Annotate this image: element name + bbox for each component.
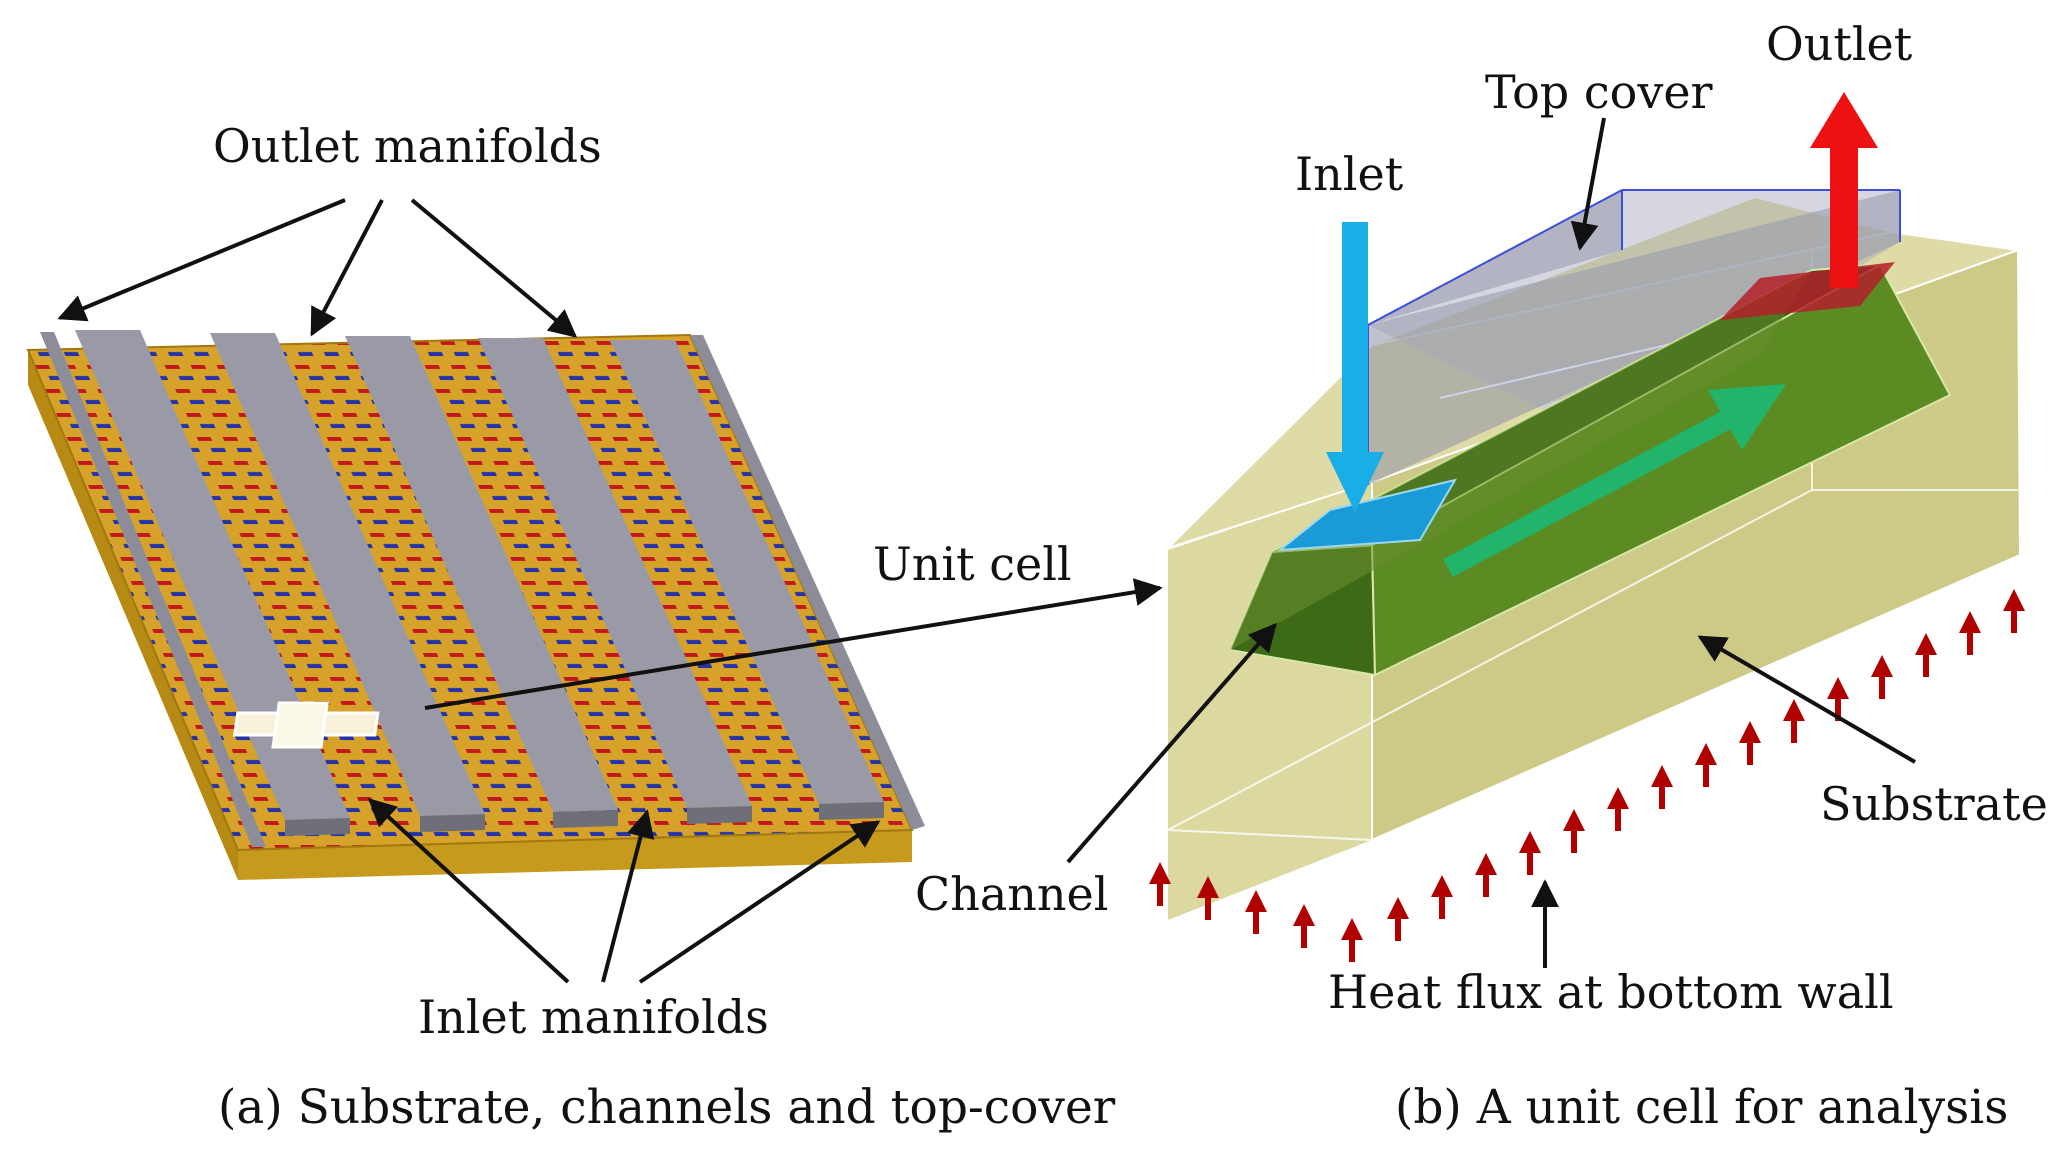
heat-flux-arrow-mark [1695, 743, 1717, 787]
top-cover-label: Top cover [1485, 65, 1713, 119]
outlet-flow-arrow [1810, 92, 1878, 288]
substrate-arrow [1697, 635, 1917, 764]
heat-flux-arrow-mark [1915, 633, 1937, 677]
outlet-manifold-strip [478, 338, 752, 808]
heat-flux-arrow-mark [1293, 904, 1315, 948]
heat-flux-arrow-mark [1959, 611, 1981, 655]
caption-a: (a) Substrate, channels and top-cover [218, 1080, 1116, 1135]
inlet-flow-arrow [1326, 222, 1384, 512]
unit-cell-arrow [424, 578, 1163, 710]
outlet-arrow-right [410, 198, 578, 338]
edge-manifold-right [690, 335, 925, 830]
outlet-label: Outlet [1766, 17, 1913, 71]
manifold-strips [40, 330, 925, 847]
panel-a-pointers [57, 198, 1163, 984]
channel-label: Channel [915, 867, 1108, 921]
heat-flux-arrow-mark [1341, 918, 1363, 962]
heat-flux-arrow-mark [1475, 853, 1497, 897]
heat-flux-label: Heat flux at bottom wall [1328, 965, 1894, 1019]
channel-arrow [1066, 622, 1277, 864]
outlet-manifold-strip [610, 340, 884, 804]
unit-cell-label: Unit cell [873, 537, 1072, 591]
channel-prism [1228, 262, 1952, 677]
unit-cell-highlight [232, 701, 380, 749]
outlet-arrow-mid [310, 199, 384, 337]
channel-far-face [1230, 270, 1812, 650]
heat-flux-arrow-mark [1739, 721, 1761, 765]
heat-flux-arrow-mark [2003, 589, 2025, 633]
panel-b-pointers [1066, 117, 1917, 968]
heat-flux-arrow-mark [1651, 765, 1673, 809]
panel-b: Outlet Top cover Inlet Channel Substrate… [915, 17, 2048, 1135]
top-cover-box [1367, 189, 1901, 485]
inlet-arrow-left [367, 798, 570, 984]
outlet-manifold-strip [345, 336, 618, 812]
outlet-manifold-strip [75, 330, 350, 820]
inlet-manifolds-label: Inlet manifolds [418, 990, 769, 1044]
heat-flux-arrow-mark [1607, 787, 1629, 831]
heat-flux-arrow-mark [1245, 890, 1267, 934]
outlet-manifolds-label: Outlet manifolds [213, 119, 602, 173]
edge-manifold-left [40, 332, 266, 847]
heat-flux-arrow-mark [1431, 875, 1453, 919]
top-cover-arrow [1570, 117, 1606, 251]
heat-flux-arrow-mark [1197, 876, 1219, 920]
manifold-strip-side [687, 806, 752, 824]
channel-inlet-face [1276, 478, 1458, 552]
heat-flux-arrow-mark [1871, 655, 1893, 699]
manifold-strip-side [553, 810, 618, 828]
inlet-label: Inlet [1295, 147, 1404, 201]
manifold-strip-side [819, 802, 884, 820]
heat-flux-arrow-mark [1519, 831, 1541, 875]
substrate-label: Substrate [1820, 777, 2048, 831]
inlet-arrow-right [638, 820, 881, 984]
flow-direction-arrow [1443, 384, 1786, 577]
inlet-arrow-mid [601, 809, 655, 983]
manifold-strip-side [285, 818, 350, 836]
heat-flux-arrow-mark [1563, 809, 1585, 853]
outlet-manifold-strip [210, 333, 485, 816]
heat-flux-arrow-mark [1387, 897, 1409, 941]
outlet-arrow-left [57, 198, 346, 322]
heat-flux-arrow-mark [1149, 862, 1171, 906]
substrate-front-side [238, 830, 912, 880]
manifold-strip-side [420, 814, 485, 832]
substrate-left-side [28, 350, 238, 880]
heat-flux-arrows [1149, 589, 2025, 962]
caption-b: (b) A unit cell for analysis [1395, 1080, 2008, 1135]
panel-a: Outlet manifolds Inlet manifolds Unit ce… [26, 119, 1163, 1135]
heat-flux-arrow-mark [1783, 699, 1805, 743]
